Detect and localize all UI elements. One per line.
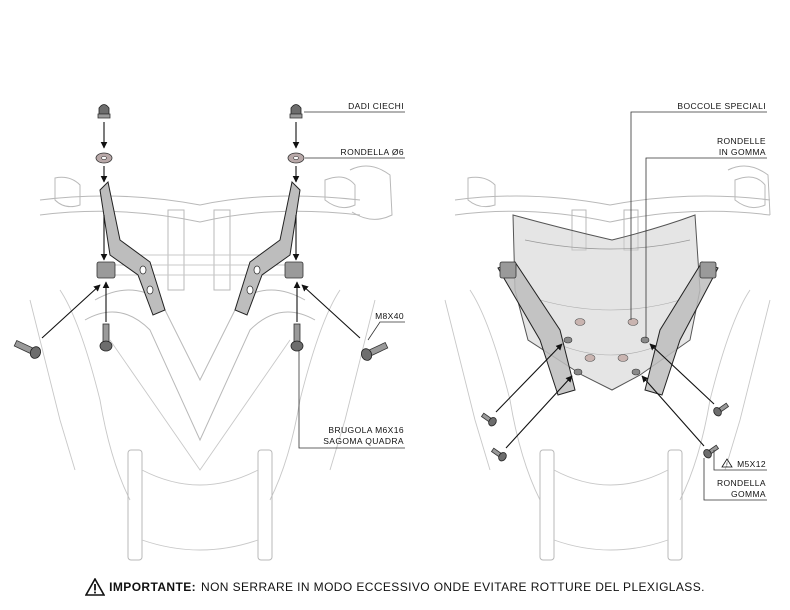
bolt-icon — [99, 323, 113, 352]
motorcycle-outline-left — [29, 165, 393, 561]
svg-text:!: ! — [726, 463, 727, 469]
label-in-gomma: IN GOMMA — [719, 147, 766, 157]
left-assembly: DADI CIECHI RONDELLA Ø6 M8X40 BRUGOLA M6… — [12, 101, 405, 561]
bolt-m5x12-icon — [701, 442, 721, 460]
label-m5x12: M5X12 — [737, 459, 766, 469]
bolt-m8x40-icon — [12, 337, 43, 361]
left-bracket-l — [99, 180, 166, 316]
right-assembly: BOCCOLE SPECIALI RONDELLE IN GOMMA ! M5X… — [444, 101, 771, 561]
label-sagoma: SAGOMA QUADRA — [323, 436, 404, 446]
bolt-m5x12-icon — [489, 445, 509, 463]
footer-text: NON SERRARE IN MODO ECCESSIVO ONDE EVITA… — [201, 580, 705, 594]
label-rondella: RONDELLA Ø6 — [341, 147, 404, 157]
warning-icon: ! — [721, 458, 733, 469]
motorcycle-outline-right — [444, 165, 771, 561]
bolt-icon — [290, 323, 304, 352]
bolt-m5x12-icon — [479, 410, 499, 428]
label-gomma: GOMMA — [731, 489, 766, 499]
cap-nut-icon — [97, 104, 111, 119]
label-rondelle: RONDELLE — [717, 136, 766, 146]
cap-nut-icon — [289, 104, 303, 119]
left-bracket-r — [234, 180, 301, 316]
washer-icon — [95, 152, 113, 164]
label-brugola: BRUGOLA M6X16 — [328, 425, 404, 435]
footer-bold: IMPORTANTE: — [109, 580, 196, 594]
label-rondella-gomma: RONDELLA — [717, 478, 766, 488]
footer-warning: IMPORTANTE: NON SERRARE IN MODO ECCESSIV… — [0, 572, 790, 602]
bolt-m5x12-icon — [711, 400, 731, 418]
washer-icon — [287, 152, 305, 164]
label-m8x40: M8X40 — [375, 311, 404, 321]
label-dadi-ciechi: DADI CIECHI — [348, 101, 404, 111]
label-boccole: BOCCOLE SPECIALI — [677, 101, 766, 111]
warning-triangle-icon — [85, 578, 106, 596]
